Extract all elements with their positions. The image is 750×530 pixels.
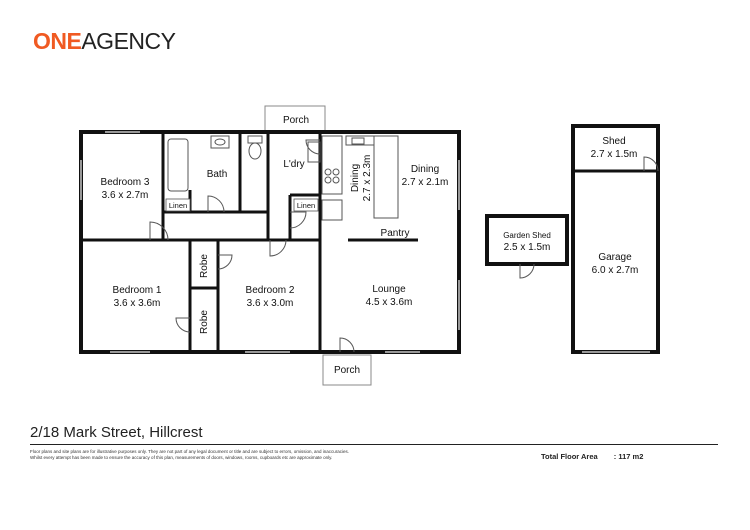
linen1-label: Linen [169, 201, 187, 210]
garage-name: Garage [598, 252, 632, 263]
porch-top-outline [264, 105, 326, 133]
bedroom2-name: Bedroom 2 [246, 285, 295, 296]
dining-kitchen-size: 2.7 x 2.3m [362, 155, 373, 202]
kitchen-benches [321, 135, 399, 221]
dining-name: Dining [411, 164, 439, 175]
footer-divider [30, 444, 718, 445]
dining-kitchen-rotated: Dining 2.7 x 2.3m [350, 155, 373, 202]
total-area-label: Total Floor Area [541, 452, 598, 461]
lounge-size: 4.5 x 3.6m [366, 297, 413, 308]
garden-shed-name: Garden Shed [503, 231, 551, 240]
bedroom1-size: 3.6 x 3.6m [114, 298, 161, 309]
windows [80, 131, 460, 353]
toilet-cistern [247, 135, 263, 144]
shed-door [643, 156, 659, 172]
garden-shed-door [519, 263, 535, 279]
linen1-box [165, 198, 191, 212]
logo-agency: AGENCY [81, 28, 176, 54]
porch-bottom-outline [322, 354, 372, 386]
total-floor-area: Total Floor Area : 117 m2 [541, 452, 643, 461]
bedroom1-name: Bedroom 1 [113, 285, 162, 296]
dining-kitchen-name: Dining [350, 164, 361, 192]
bedroom3-name: Bedroom 3 [101, 177, 150, 188]
disclaimer-line-1: Floor plans and site plans are for illus… [30, 449, 349, 454]
bath-label: Bath [207, 169, 228, 180]
garden-shed-size: 2.5 x 1.5m [504, 242, 551, 253]
floor-plan: Porch Bedroom 3 3.6 x 2.7m Bath L'dry Li… [79, 105, 660, 386]
lounge-name: Lounge [372, 284, 406, 295]
robe1-label: Robe [199, 254, 210, 278]
robe2-label: Robe [199, 310, 210, 334]
porch-top-label: Porch [283, 115, 309, 126]
dining-size: 2.7 x 2.1m [402, 177, 449, 188]
laundry-label: L'dry [283, 159, 304, 170]
garage-size: 6.0 x 2.7m [592, 265, 639, 276]
garden-shed-wall [485, 214, 569, 266]
total-area-separator: : [613, 452, 617, 461]
interior-walls [81, 132, 418, 352]
bedroom2-size: 3.6 x 3.0m [247, 298, 294, 309]
bedroom3-size: 3.6 x 2.7m [102, 190, 149, 201]
agency-logo: ONEAGENCY [33, 28, 176, 54]
porch-bottom-label: Porch [334, 365, 360, 376]
linen2-label: Linen [297, 201, 315, 210]
shed-size: 2.7 x 1.5m [591, 149, 638, 160]
total-area-value: 117 m2 [618, 452, 644, 461]
basin-bowl [214, 138, 226, 146]
toilet-bowl [248, 142, 262, 160]
disclaimer-line-2: Whilst every attempt has been made to en… [30, 455, 333, 460]
disclaimer: Floor plans and site plans are for illus… [30, 449, 390, 461]
logo-one: ONE [33, 28, 82, 54]
pantry-label: Pantry [381, 228, 410, 239]
vanity-basin [210, 135, 230, 149]
shed-name: Shed [602, 136, 625, 147]
laundry-tub [307, 141, 321, 163]
property-address: 2/18 Mark Street, Hillcrest [30, 424, 203, 441]
door-swings [149, 139, 355, 353]
bathtub [167, 138, 189, 192]
linen2-box [293, 198, 319, 212]
